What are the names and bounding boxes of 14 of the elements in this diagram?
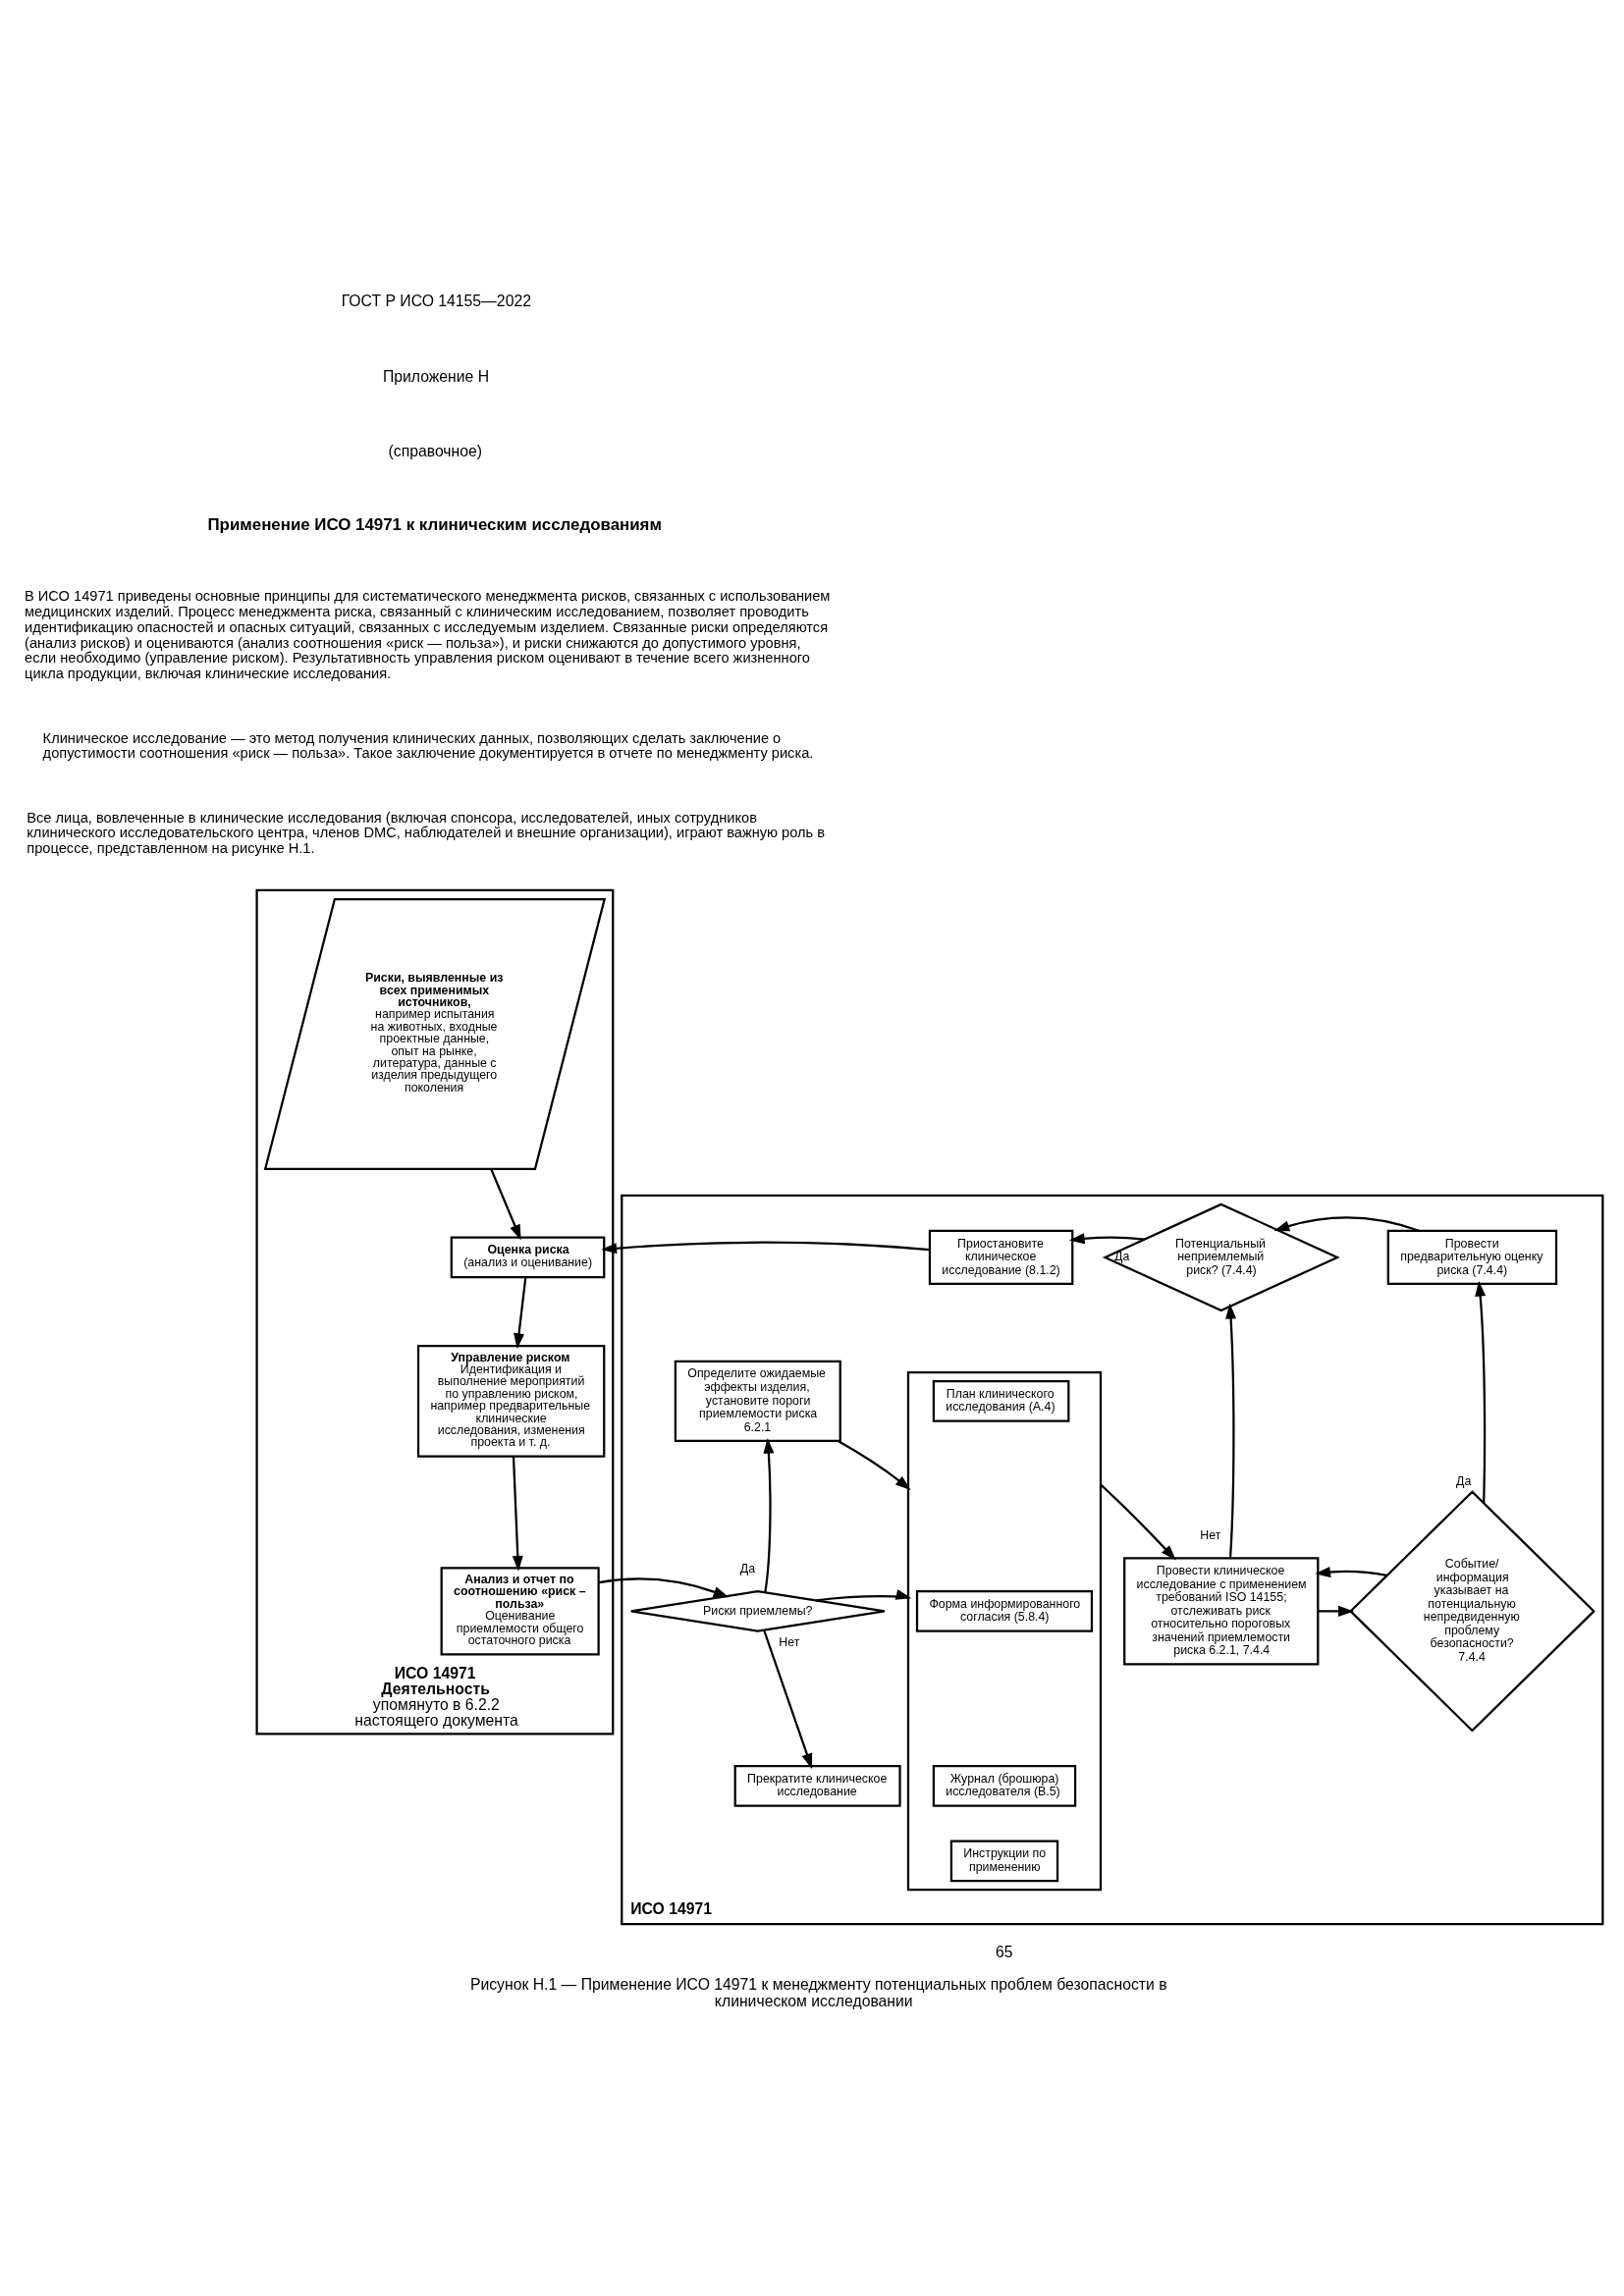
caption: Рисунок Н.1 — Применение ИСО 14971 к менеджменту потенциальных проблем безопасности в клиническом исследовании — [469, 1975, 1167, 2009]
label: Все лица, вовлеченные в клинические исследования (включая спонсора, исследователей, иных сотрудников клинического исследовательского центра, членов DMC, наблюдателей и внешние организации), играют важную роль в процессе, представленном на рисунке Н.1. — [27, 809, 826, 856]
edge-label: Да — [1456, 1473, 1472, 1488]
label: Приложение Н — [382, 367, 490, 385]
edge-label: Нет — [779, 1634, 800, 1649]
label: 65 — [995, 1943, 1013, 1960]
label: В ИСО 14971 приведены основные принципы для систематического менеджмента рисков, связанных с использованием медицинских изделий. Процесс менеджмента риска, связанный с клиническим исследованием, позволяет проводить идентификацию опасностей и опасных ситуаций, связанных с исследуемым изделием. Связанные риски определяются (анализ рисков) и оцениваются (анализ соотношения «риск — польза»), и риски снижаются до допустимого уровня, если необходимо (управление риском). Результативность управления риском оценивают в течение всего жизненного цикла продукции, включая клинические исследования. — [25, 587, 831, 681]
label: (справочное) — [388, 442, 483, 459]
label: Клиническое исследование — это метод получения клинических данных, позволяющих сделать заключение о допустимости соотношения «риск — польза». Такое заключение документируется в отчете по менеджменту риска. — [42, 729, 814, 761]
edge-label: Да — [1114, 1249, 1130, 1263]
label: ГОСТ Р ИСО 14155—2022 — [341, 292, 531, 309]
diagram-title: Применение ИСО 14971 к клиническим исследованиям — [207, 514, 662, 534]
edge-label: Да — [739, 1561, 756, 1575]
edge-label: Нет — [1200, 1527, 1221, 1542]
